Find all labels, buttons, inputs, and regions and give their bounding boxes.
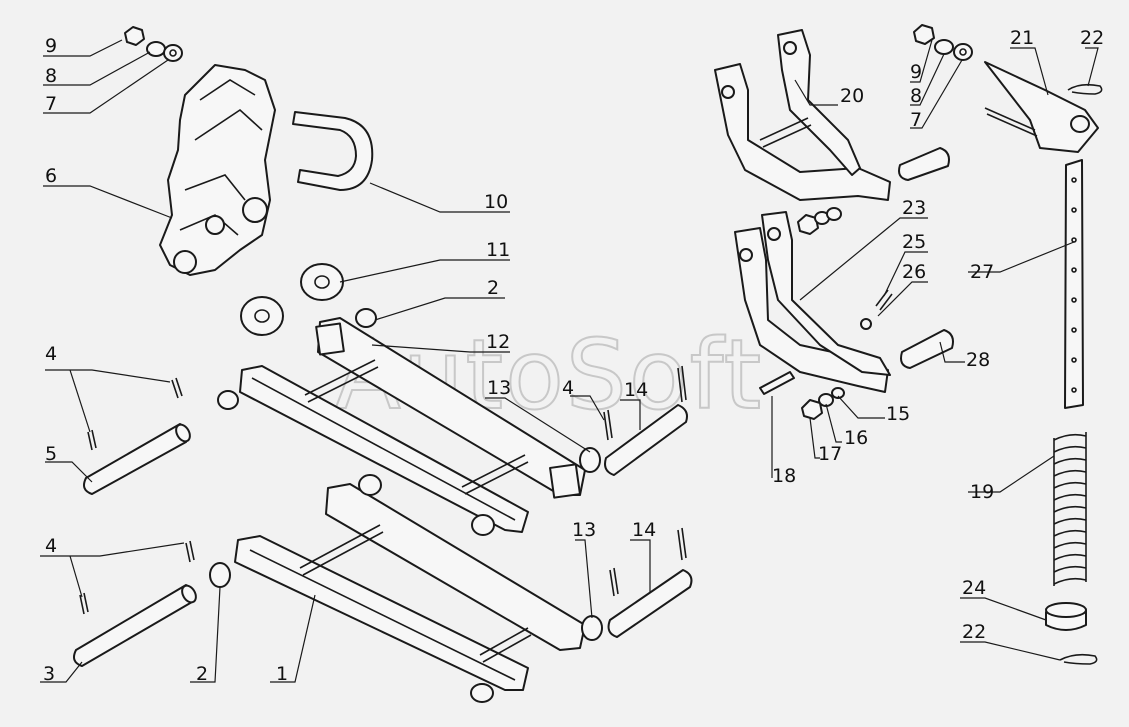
- callout-label: 8: [45, 65, 57, 87]
- callout-label: 22: [1080, 27, 1104, 49]
- callout-label: 14: [624, 379, 648, 401]
- lower-link-1: [234, 474, 586, 703]
- callout-label: 4: [562, 377, 574, 399]
- callout-label: 17: [818, 443, 842, 465]
- callout-label: 11: [486, 239, 510, 261]
- callout-label: 14: [632, 519, 656, 541]
- callout-label: 4: [45, 535, 57, 557]
- callout-label: 3: [43, 663, 55, 685]
- washer-2-lower: [209, 562, 231, 588]
- callout-label: 23: [902, 197, 926, 219]
- cotter-26-washer-25: [860, 289, 893, 330]
- cotter-pin-22-top: [1067, 83, 1103, 95]
- leader-lines: [40, 39, 1099, 683]
- callout-label: 7: [45, 93, 57, 115]
- callout-label: 22: [962, 621, 986, 643]
- washer-13-upper: [579, 447, 601, 473]
- callout-label: 27: [970, 261, 994, 283]
- callout-label: 10: [484, 191, 508, 213]
- callout-label: 4: [45, 343, 57, 365]
- callout-label: 19: [970, 481, 994, 503]
- callout-label: 26: [902, 261, 926, 283]
- callout-label: 2: [487, 277, 499, 299]
- spring-cup-24: [1045, 602, 1087, 631]
- washer-11: [240, 263, 344, 336]
- callout-label: 25: [902, 231, 926, 253]
- callout-label: 2: [196, 663, 208, 685]
- callout-label: 8: [910, 85, 922, 107]
- callout-labels: 9 8 7 6 10 11 2 4 12 5 13 4 14 4 3 2 1 1…: [43, 27, 1104, 685]
- callout-label: 1: [276, 663, 288, 685]
- pin-14-lower: [607, 527, 693, 638]
- pin-5: [83, 423, 191, 495]
- callout-label: 15: [886, 403, 910, 425]
- cotter-pin-22-bottom: [1059, 653, 1098, 665]
- callout-label: 13: [572, 519, 596, 541]
- callout-label: 7: [910, 109, 922, 131]
- callout-label: 18: [772, 465, 796, 487]
- callout-label: 9: [45, 35, 57, 57]
- pin-28-lower: [900, 329, 954, 369]
- nuts-washers-mid: [797, 207, 842, 235]
- cotter-pins-lower-left: [79, 540, 195, 615]
- callout-label: 13: [487, 377, 511, 399]
- callout-label: 12: [486, 331, 510, 353]
- callout-label: 16: [844, 427, 868, 449]
- pin-14-upper: [603, 365, 688, 476]
- strap-27: [1064, 159, 1084, 409]
- nut-washers-top-right: [913, 24, 973, 61]
- washer-13-lower: [581, 615, 603, 641]
- spring-19: [1053, 432, 1087, 586]
- mounting-bracket: [159, 64, 276, 276]
- clevis-21: [984, 61, 1099, 153]
- cotter-pins-upper-left: [87, 377, 183, 451]
- u-bolt: [292, 111, 374, 191]
- fork-23: [734, 211, 891, 393]
- pin-28-upper: [898, 147, 950, 181]
- callout-label: 20: [840, 85, 864, 107]
- callout-label: 6: [45, 165, 57, 187]
- callout-label: 9: [910, 61, 922, 83]
- callout-label: 5: [45, 443, 57, 465]
- callout-label: 24: [962, 577, 986, 599]
- callout-label: 21: [1010, 27, 1034, 49]
- callout-label: 28: [966, 349, 990, 371]
- upper-link-12: [217, 308, 586, 536]
- pin-3: [73, 584, 197, 667]
- nut-washers-15-16-17: [801, 387, 845, 420]
- fork-20: [714, 29, 891, 201]
- bolt-18: [759, 371, 795, 395]
- nut-washers-top-left: [124, 26, 183, 62]
